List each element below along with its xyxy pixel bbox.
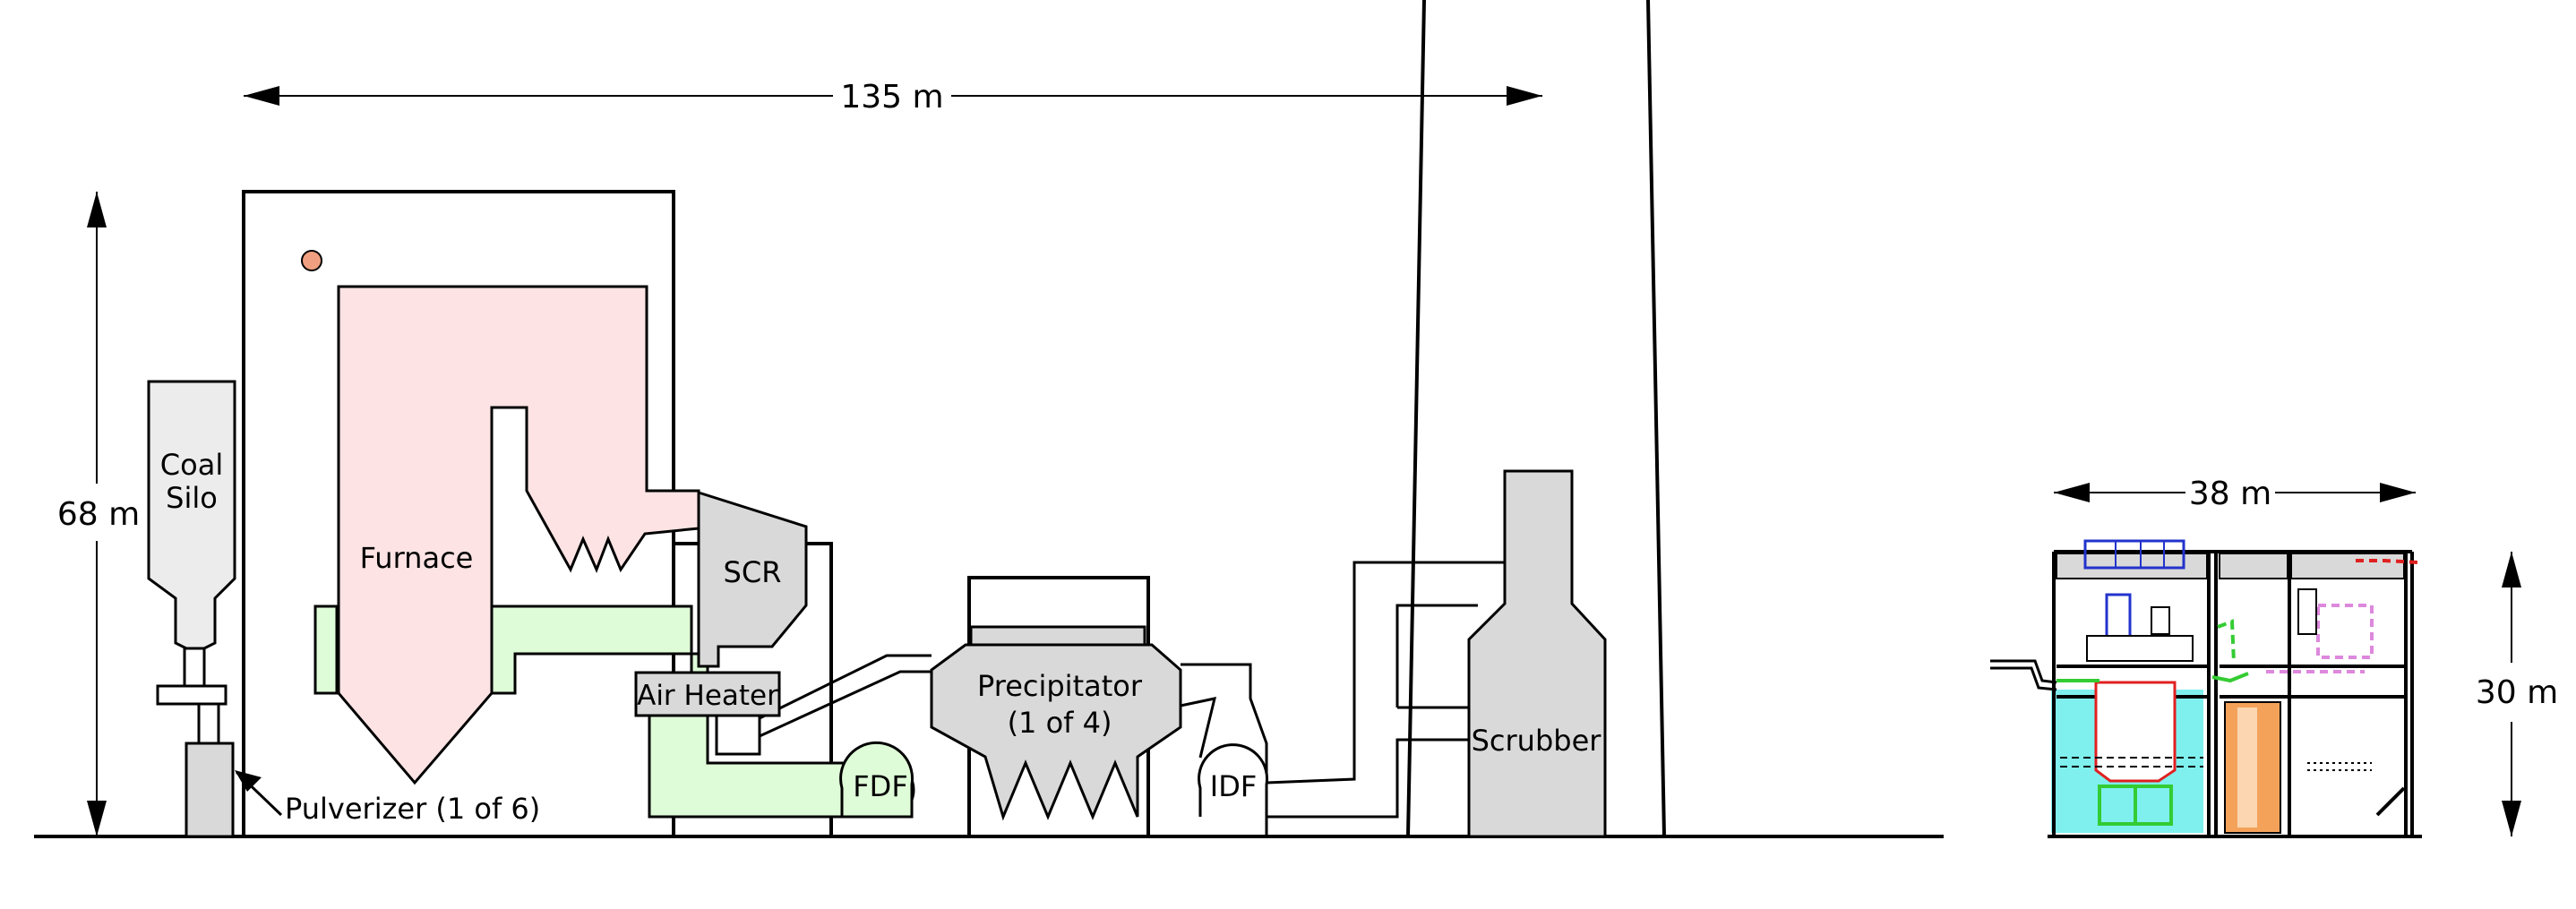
- precipitator-label-line2: (1 of 4): [1008, 706, 1112, 740]
- silo-feed-pipe: [156, 647, 228, 745]
- dimension-135m: [244, 86, 1542, 106]
- precipitator-top: [969, 625, 1146, 647]
- chimney-stack: [1406, 0, 1666, 837]
- reactor-vessel: [2094, 681, 2177, 783]
- coal-silo-label-line2: Silo: [166, 481, 218, 515]
- air-heater-label: Air Heater: [637, 680, 778, 712]
- dimension-38m: [2054, 483, 2416, 502]
- precipitator-label-line1: Precipitator: [977, 669, 1143, 703]
- scr-label: SCR: [724, 555, 782, 589]
- reactor-building: [1990, 539, 2419, 836]
- furnace-label: Furnace: [360, 541, 474, 575]
- coal-silo: [147, 380, 236, 650]
- reactor-crane: [2083, 539, 2185, 570]
- dimension-135m-label: 135 m: [840, 79, 943, 116]
- dimension-30m-label: 30 m: [2476, 674, 2558, 711]
- idf-fan: [1198, 743, 1269, 817]
- dimension-68m-label: 68 m: [57, 496, 140, 533]
- pulverizer-arrowhead: [235, 770, 262, 792]
- fdf-fan: [839, 741, 914, 819]
- pulverizer-label: Pulverizer (1 of 6): [285, 792, 540, 826]
- precipitator-body: [930, 643, 1182, 821]
- coal-silo-label-line1: Coal: [160, 448, 223, 482]
- idf-label: IDF: [1210, 769, 1257, 803]
- pulverizer: [185, 742, 235, 838]
- burner-dot: [301, 250, 322, 271]
- scrubber-label: Scrubber: [1472, 724, 1602, 758]
- fdf-label: FDF: [853, 769, 907, 803]
- air-heater-outlet: [715, 714, 761, 756]
- air-heater: [634, 671, 781, 717]
- scr-unit: [697, 490, 808, 668]
- scrubber-body: [1467, 469, 1607, 838]
- dimension-68m: [87, 192, 107, 836]
- reactor-pipe: [1990, 659, 2057, 684]
- dimension-38m-label: 38 m: [2189, 476, 2271, 512]
- furnace-body: [337, 285, 700, 785]
- dimension-30m: [2502, 552, 2521, 836]
